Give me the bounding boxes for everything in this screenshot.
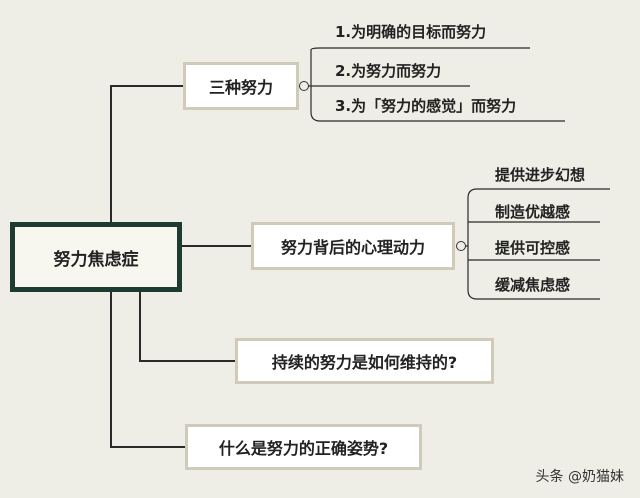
leaf-superiority: 制造优越感	[495, 203, 571, 221]
leaf-feeling-effort: 3.为「努力的感觉」而努力	[335, 97, 517, 115]
branch-label: 什么是努力的正确姿势?	[218, 439, 389, 458]
watermark: 头条 @奶猫妹	[535, 469, 624, 485]
branch-label: 持续的努力是如何维持的?	[271, 353, 458, 372]
branch-2-hub-icon	[456, 241, 466, 251]
connector-root-branch-3	[139, 292, 235, 362]
branch-label: 三种努力	[208, 78, 273, 97]
connector-root-branch-4	[110, 292, 185, 448]
connector-root-branch-1	[110, 85, 183, 222]
leaf-effort-for-effort: 2.为努力而努力	[335, 62, 442, 80]
leaf-progress-illusion: 提供进步幻想	[495, 166, 586, 184]
branch-right-posture: 什么是努力的正确姿势?	[185, 424, 422, 470]
root-node: 努力焦虑症	[10, 222, 182, 292]
root-label: 努力焦虑症	[53, 249, 139, 270]
branch-three-efforts: 三种努力	[183, 62, 299, 110]
branch-label: 努力背后的心理动力	[280, 238, 425, 257]
leaf-goal-effort: 1.为明确的目标而努力	[335, 23, 487, 41]
branch-1-hub-icon	[299, 81, 309, 91]
leaf-control: 提供可控感	[495, 239, 571, 257]
leaf-anxiety-relief: 缓减焦虑感	[495, 276, 571, 294]
branch-sustained-effort: 持续的努力是如何维持的?	[235, 338, 494, 384]
branch-motivation: 努力背后的心理动力	[251, 222, 455, 270]
